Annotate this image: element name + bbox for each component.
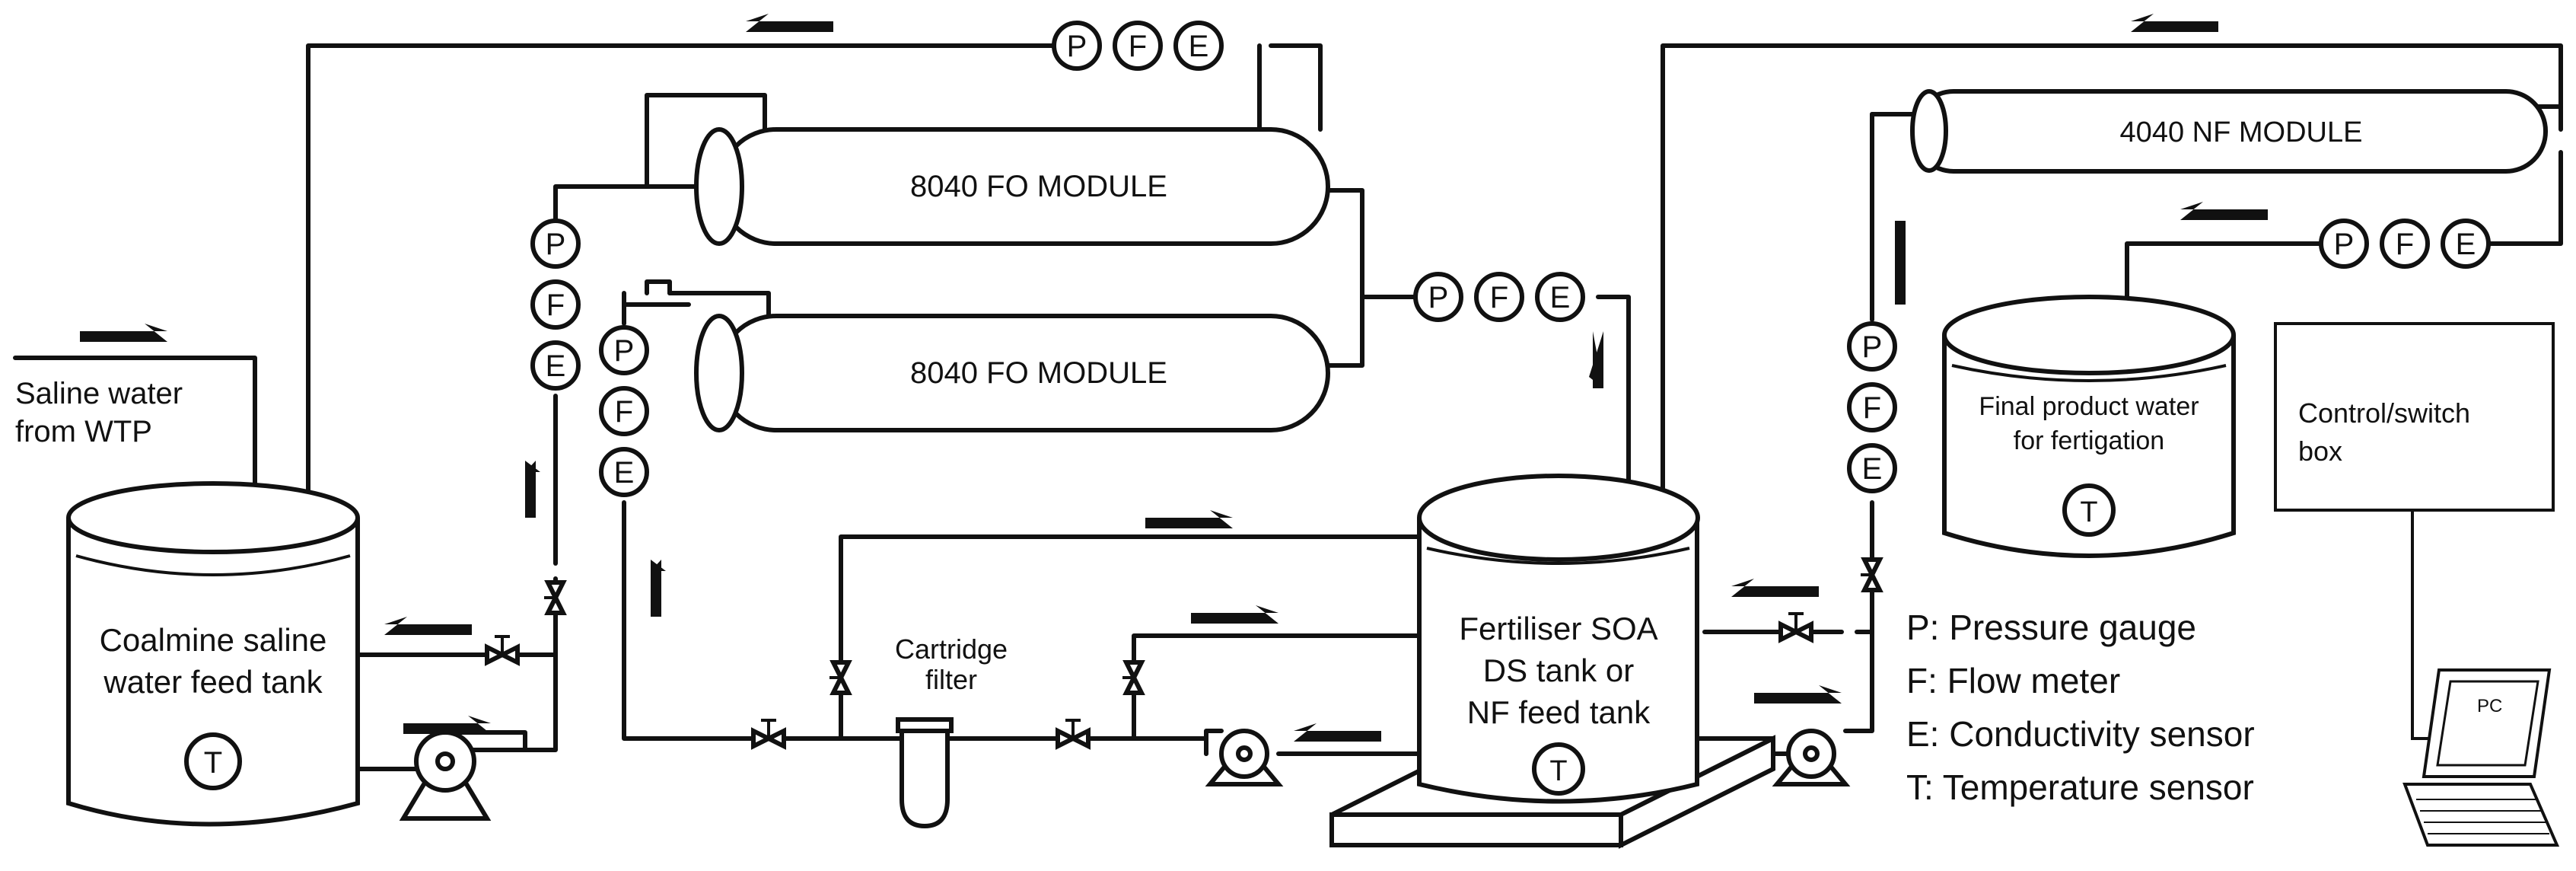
flow-arrow-left — [1294, 723, 1381, 742]
pressure-gauge: P — [1067, 30, 1087, 63]
feed-pump — [399, 730, 527, 821]
feed-return-pipe — [306, 43, 1060, 501]
flow-arrow-right — [80, 324, 167, 342]
temperature-sensor: T — [204, 746, 222, 780]
legend-item: F: Flow meter — [1906, 661, 2120, 700]
flow-arrow-up — [651, 560, 666, 617]
conductivity-sensor: E — [1550, 281, 1571, 314]
pressure-gauge: P — [1428, 281, 1449, 314]
valve-icon — [829, 660, 852, 695]
legend: P: Pressure gauge F: Flow meter E: Condu… — [1906, 608, 2255, 807]
instrument-group-nf-product: P F E — [2319, 219, 2491, 269]
flow-arrow-down — [1589, 331, 1603, 388]
valve-icon — [1861, 557, 1883, 592]
feed-tank: Coalmine saline water feed tank T — [66, 481, 360, 827]
control-box-label: box — [2298, 436, 2342, 467]
instrument-group-top: P F E — [1052, 21, 1224, 71]
valve-icon — [1056, 719, 1091, 750]
flow-arrow-left — [746, 14, 833, 32]
fo-module-top: 8040 FO MODULE — [694, 127, 1330, 246]
conductivity-sensor: E — [1862, 452, 1883, 486]
cartridge-label: filter — [925, 664, 977, 695]
legend-item: T: Temperature sensor — [1906, 767, 2254, 807]
instrument-group-fo-out: P F E — [1413, 272, 1585, 322]
temperature-sensor: T — [1549, 755, 1567, 787]
nf-return-pipe — [1661, 43, 2563, 497]
ds-tank-label: DS tank or — [1483, 652, 1634, 688]
flow-meter: F — [1490, 281, 1508, 314]
control-box-label: Control/switch — [2298, 397, 2470, 429]
fo-module-label: 8040 FO MODULE — [910, 356, 1167, 390]
valve-icon — [1122, 660, 1145, 695]
product-tank-label: for fertigation — [2014, 426, 2164, 455]
flow-meter: F — [1129, 30, 1147, 63]
ds-tank-label: Fertiliser SOA — [1459, 611, 1657, 646]
nf-module: 4040 NF MODULE — [1910, 89, 2548, 174]
flow-arrow-right — [1145, 510, 1233, 528]
flow-arrow-left — [2180, 202, 2268, 220]
flow-meter: F — [1863, 391, 1881, 425]
ds-pump — [1204, 729, 1284, 786]
conductivity-sensor: E — [546, 349, 566, 383]
flow-arrow-right — [1754, 685, 1842, 704]
inlet-label: from WTP — [15, 415, 152, 448]
conductivity-sensor: E — [2456, 228, 2476, 261]
valve-icon — [544, 580, 567, 615]
flow-arrow-left — [384, 617, 472, 635]
pc-label: PC — [2477, 696, 2502, 716]
ds-tank-label: NF feed tank — [1467, 694, 1651, 730]
pressure-gauge: P — [2334, 228, 2355, 261]
flow-arrows — [80, 14, 2268, 742]
valve-icon — [751, 719, 786, 750]
fo-module-label: 8040 FO MODULE — [910, 170, 1167, 203]
valve-icon — [1778, 612, 1813, 643]
instrument-group-left: P F E — [530, 219, 581, 391]
flow-meter: F — [615, 395, 633, 429]
inlet-label: Saline water — [15, 377, 183, 410]
ds-tank: Fertiliser SOA DS tank or NF feed tank T — [1417, 474, 1700, 804]
nf-module-label: 4040 NF MODULE — [2120, 116, 2363, 148]
conductivity-sensor: E — [1189, 30, 1209, 63]
feed-tank-label: water feed tank — [103, 664, 323, 700]
flow-meter: F — [2396, 228, 2414, 261]
pressure-gauge: P — [546, 228, 566, 261]
instrument-group-nf-feed: P F E — [1847, 321, 1897, 493]
pressure-gauge: P — [614, 334, 635, 368]
instrument-group-ds: P F E — [599, 325, 649, 497]
flow-arrow-right — [1191, 605, 1278, 624]
product-tank: Final product water for fertigation T — [1942, 295, 2236, 558]
flow-arrow-left — [1731, 579, 1819, 597]
conductivity-sensor: E — [614, 456, 635, 490]
pc-laptop-icon: PC — [2402, 668, 2560, 847]
pressure-gauge: P — [1862, 330, 1883, 364]
flow-arrow-up — [525, 461, 540, 518]
legend-item: E: Conductivity sensor — [1906, 714, 2255, 754]
temperature-sensor: T — [2080, 496, 2097, 528]
flow-meter: F — [546, 289, 565, 322]
flow-arrow-right — [403, 716, 491, 734]
valves — [485, 557, 1883, 750]
feed-tank-label: Coalmine saline — [100, 622, 327, 658]
control-switch-box: Control/switch box — [2274, 322, 2555, 512]
inlet-pipe — [13, 356, 257, 490]
product-tank-label: Final product water — [1979, 392, 2199, 421]
cartridge-label: Cartridge — [895, 633, 1008, 665]
valve-icon — [485, 635, 520, 666]
cartridge-filter: Cartridge filter — [895, 633, 1008, 829]
flow-arrow-left — [2131, 14, 2218, 32]
fo-module-bottom: 8040 FO MODULE — [694, 314, 1330, 432]
flow-arrow-up — [1891, 221, 1906, 305]
legend-item: P: Pressure gauge — [1906, 608, 2196, 647]
